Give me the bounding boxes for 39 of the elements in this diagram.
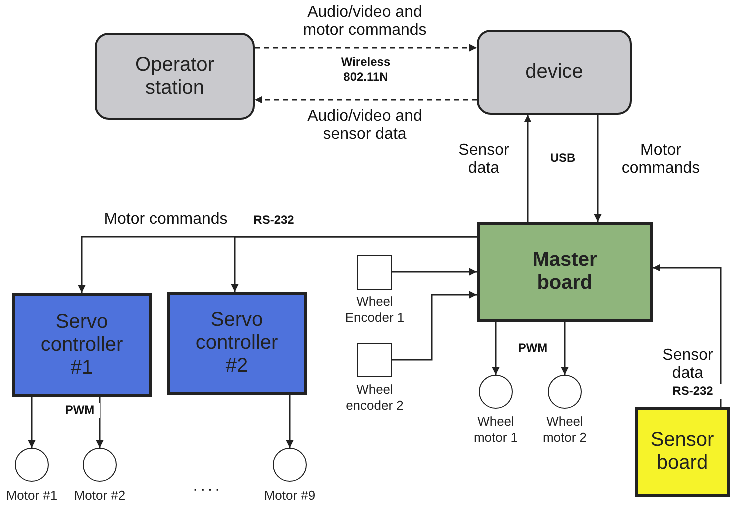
node-label: device [526, 61, 584, 84]
controller-box [167, 292, 307, 395]
arrow [255, 96, 477, 104]
arrow [96, 397, 104, 448]
node-label: Operator station [134, 54, 216, 100]
arrow [561, 322, 569, 375]
arrow [492, 322, 500, 375]
encoder-square [357, 343, 392, 377]
node-label: Servo controller #2 [194, 309, 280, 378]
node-label: Wheel encoder 2 [345, 382, 405, 414]
arrow [231, 236, 477, 292]
motor-circle [273, 448, 307, 482]
board-box [477, 222, 653, 322]
encoder-square [357, 255, 392, 290]
motor-circle [479, 375, 513, 409]
board-box [635, 407, 730, 497]
arrow [392, 291, 477, 361]
node-label: Motor #2 [73, 488, 127, 504]
motor-circle [83, 448, 117, 482]
device-box [95, 33, 255, 120]
node-label: Wheel motor 1 [472, 414, 520, 446]
node-label: Sensor board [650, 429, 716, 475]
controller-box [12, 293, 152, 397]
arrow [653, 264, 722, 407]
arrow [286, 395, 294, 448]
node-label: Master board [532, 249, 598, 295]
device-box [477, 30, 632, 115]
arrow [28, 397, 36, 448]
arrow [594, 115, 602, 222]
motor-circle [15, 448, 49, 482]
node-label: Servo controller #1 [40, 310, 124, 380]
node-label: Wheel Encoder 1 [344, 294, 406, 326]
arrow [524, 115, 532, 222]
node-label: Motor #9 [263, 488, 317, 504]
node-label: Wheel motor 2 [542, 414, 588, 446]
arrow [392, 268, 477, 276]
motor-circle [548, 375, 582, 409]
arrow [255, 44, 477, 52]
node-label: Motor #1 [5, 488, 59, 504]
